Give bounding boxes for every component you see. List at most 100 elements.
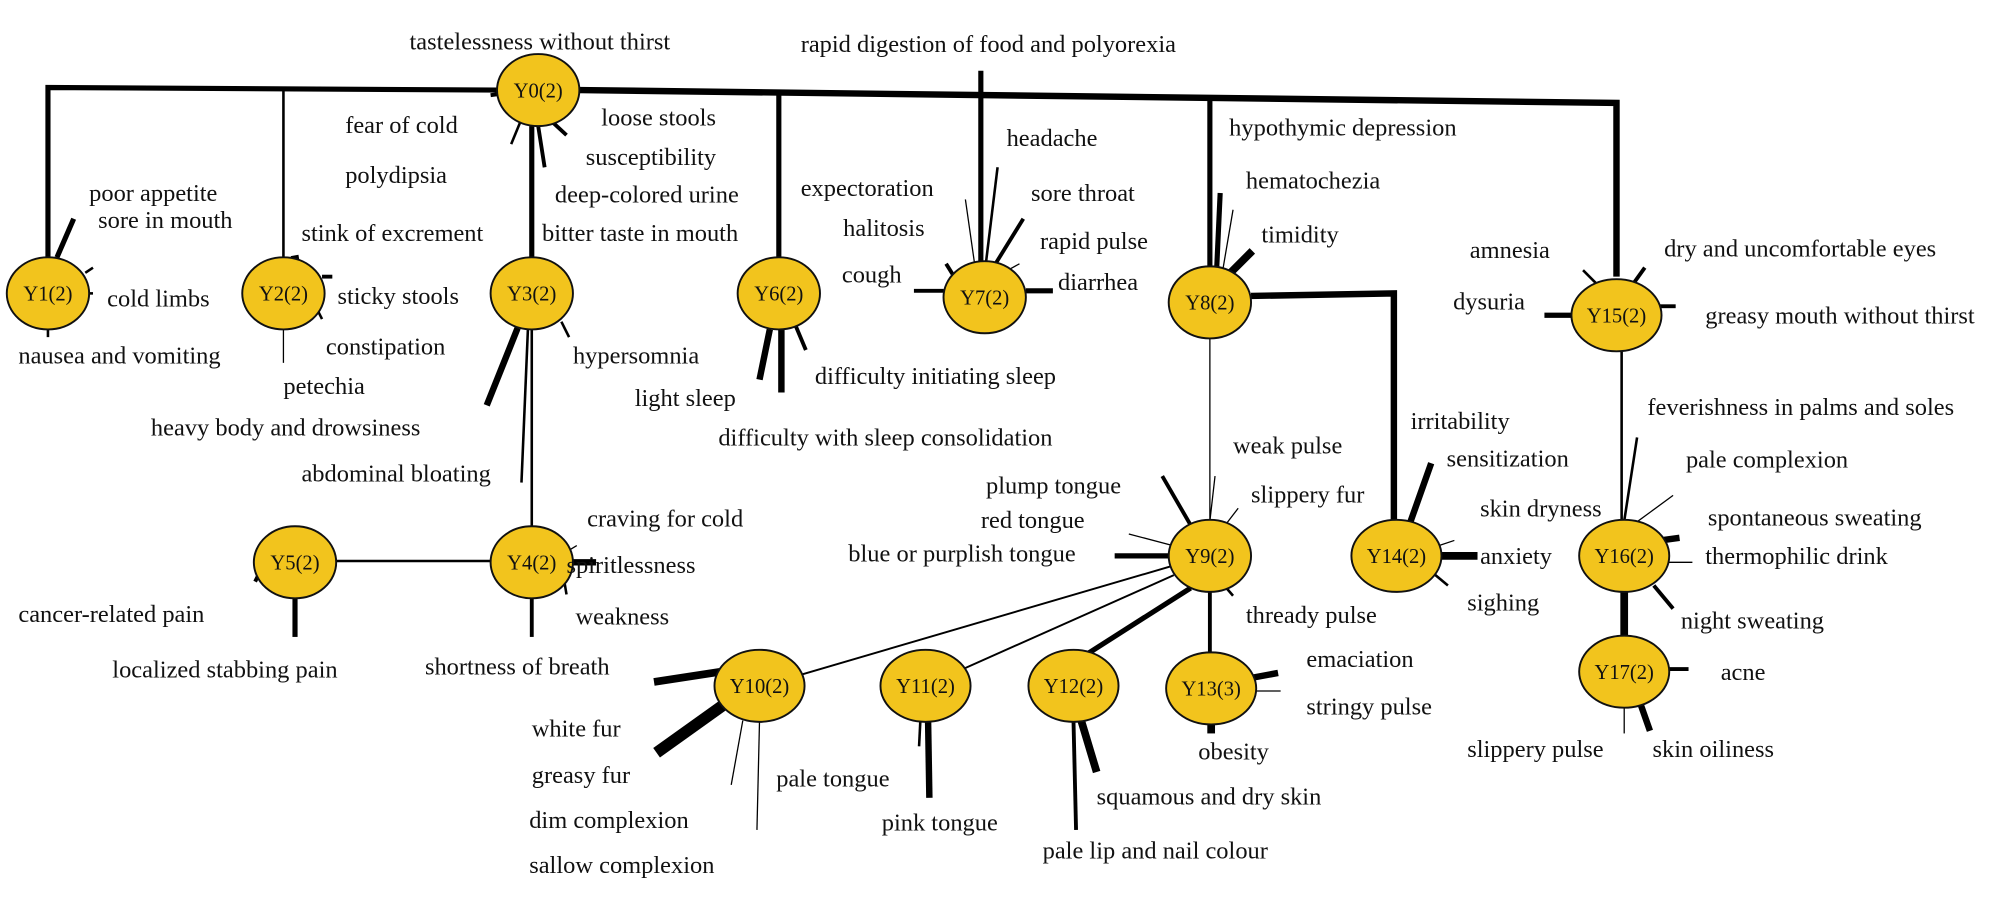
symptom-label-halitosis: halitosis — [843, 215, 924, 242]
node-label: Y12(2) — [1044, 676, 1103, 698]
symptom-label-constipation: constipation — [326, 333, 445, 360]
symptom-stub — [1406, 462, 1435, 527]
node-ellipse — [496, 53, 581, 128]
symptom-label-rapid-digestion-of-food-and-polyorexia: rapid digestion of food and polyorexia — [801, 31, 1176, 58]
symptom-stub — [1634, 494, 1674, 525]
symptom-label-difficulty-with-sleep-consolidation: difficulty with sleep consolidation — [718, 425, 1052, 452]
node-y4[interactable]: Y4(2) — [489, 525, 574, 600]
edge — [1086, 585, 1192, 656]
node-y6[interactable]: Y6(2) — [736, 256, 821, 331]
symptom-label-shortness-of-breath: shortness of breath — [425, 654, 610, 681]
symptom-label-craving-for-cold: craving for cold — [587, 506, 743, 533]
symptom-stub — [1128, 533, 1178, 548]
edge — [797, 565, 1172, 677]
symptom-stub — [917, 720, 922, 747]
symptom-label-slippery-fur: slippery fur — [1251, 481, 1364, 508]
symptom-stub — [730, 720, 744, 786]
symptom-label-bitter-taste-in-mouth: bitter taste in mouth — [542, 220, 738, 247]
symptom-label-susceptibility: susceptibility — [586, 144, 717, 171]
node-y7[interactable]: Y7(2) — [942, 260, 1027, 335]
symptom-label-pale-lip-and-nail-colour: pale lip and nail colour — [1043, 838, 1268, 865]
node-label: Y4(2) — [507, 553, 556, 575]
node-label: Y7(2) — [960, 288, 1009, 310]
symptom-label-tastelessness-without-thirst: tastelessness without thirst — [410, 28, 671, 55]
symptom-stub — [536, 125, 547, 168]
symptom-label-dim-complexion: dim complexion — [529, 807, 689, 834]
symptom-label-heavy-body-and-drowsiness: heavy body and drowsiness — [151, 414, 420, 441]
symptom-stub — [54, 217, 77, 259]
node-label: Y1(2) — [23, 284, 72, 306]
node-label: Y11(2) — [896, 676, 955, 698]
edge — [45, 84, 498, 258]
symptom-label-blue-or-purplish-tongue: blue or purplish tongue — [848, 540, 1075, 567]
node-y0[interactable]: Y0(2) — [496, 53, 581, 128]
symptom-stub — [756, 720, 761, 830]
node-label: Y16(2) — [1594, 546, 1653, 568]
symptom-stub — [924, 720, 933, 798]
node-y10[interactable]: Y10(2) — [713, 648, 806, 723]
node-y8[interactable]: Y8(2) — [1167, 265, 1253, 340]
node-y2[interactable]: Y2(2) — [241, 256, 326, 331]
symptom-label-skin-dryness: skin dryness — [1480, 495, 1602, 522]
symptom-label-plump-tongue: plump tongue — [986, 472, 1121, 499]
node-y1[interactable]: Y1(2) — [5, 256, 91, 331]
symptom-label-rapid-pulse: rapid pulse — [1040, 228, 1148, 255]
node-label: Y17(2) — [1594, 662, 1653, 684]
symptom-label-obesity: obesity — [1198, 739, 1269, 766]
node-label: Y13(3) — [1181, 679, 1240, 701]
node-y5[interactable]: Y5(2) — [252, 525, 338, 600]
symptom-stub — [520, 329, 530, 483]
symptom-stub — [1652, 584, 1675, 610]
symptom-label-pale-complexion: pale complexion — [1686, 447, 1848, 474]
symptom-label-spiritlessness: spiritlessness — [567, 552, 696, 579]
node-ellipse — [1578, 518, 1671, 593]
nodes: Y0(2) Y1(2) Y2(2) Y3(2) Y4(2) Y5(2) Y6(2) Y7(2)… — [5, 53, 1671, 726]
symptom-label-weak-pulse: weak pulse — [1233, 432, 1342, 459]
node-y13[interactable]: Y13(3) — [1165, 651, 1258, 726]
symptom-label-hypothymic-depression: hypothymic depression — [1229, 115, 1456, 142]
symptom-label-white-fur: white fur — [532, 715, 621, 742]
node-ellipse — [942, 260, 1027, 335]
node-y3[interactable]: Y3(2) — [489, 256, 574, 331]
symptom-label-pale-tongue: pale tongue — [776, 766, 889, 793]
symptom-label-sensitization: sensitization — [1447, 445, 1569, 472]
symptom-label-localized-stabbing-pain: localized stabbing pain — [112, 656, 337, 683]
symptom-label-difficulty-initiating-sleep: difficulty initiating sleep — [815, 363, 1056, 390]
symptom-label-thready-pulse: thready pulse — [1246, 602, 1377, 629]
node-ellipse — [1350, 518, 1443, 593]
symptom-label-irritability: irritability — [1411, 408, 1511, 435]
symptom-label-skin-oiliness: skin oiliness — [1653, 736, 1775, 763]
node-y9[interactable]: Y9(2) — [1167, 518, 1253, 593]
symptom-labels: tastelessness without thirst rapid digest… — [18, 28, 1975, 879]
symptom-label-loose-stools: loose stools — [601, 104, 716, 131]
symptom-label-slippery-pulse: slippery pulse — [1467, 736, 1603, 763]
symptom-stub — [1222, 209, 1234, 271]
node-label: Y9(2) — [1185, 546, 1234, 568]
node-y17[interactable]: Y17(2) — [1578, 634, 1671, 709]
node-ellipse — [5, 256, 91, 331]
symptom-stub — [84, 266, 94, 274]
symptom-stub — [1071, 720, 1078, 830]
symptom-label-hematochezia: hematochezia — [1246, 167, 1380, 194]
node-ellipse — [489, 256, 574, 331]
symptom-stub — [994, 217, 1025, 264]
symptom-label-expectoration: expectoration — [801, 175, 934, 202]
node-y14[interactable]: Y14(2) — [1350, 518, 1443, 593]
symptom-stub — [944, 262, 955, 276]
node-ellipse — [1167, 518, 1253, 593]
symptom-label-cold-limbs: cold limbs — [107, 286, 209, 313]
symptom-label-emaciation: emaciation — [1306, 646, 1413, 673]
node-y11[interactable]: Y11(2) — [879, 648, 972, 723]
node-y12[interactable]: Y12(2) — [1027, 648, 1120, 723]
node-ellipse — [489, 525, 574, 600]
node-ellipse — [241, 256, 326, 331]
node-label: Y15(2) — [1587, 306, 1646, 328]
node-y15[interactable]: Y15(2) — [1570, 278, 1663, 353]
edge — [579, 86, 1620, 277]
edges — [45, 84, 1629, 677]
symptom-label-petechia: petechia — [283, 373, 365, 400]
symptom-stub — [1213, 192, 1223, 277]
symptom-label-deep-colored-urine: deep-colored urine — [555, 181, 739, 208]
node-y16[interactable]: Y16(2) — [1578, 518, 1671, 593]
